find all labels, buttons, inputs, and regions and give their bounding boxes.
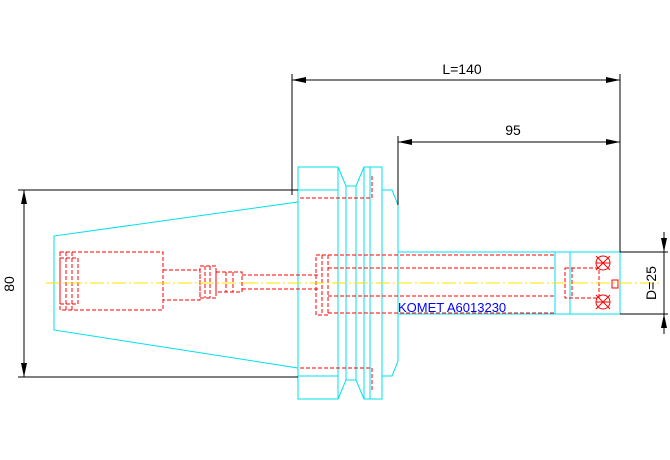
dimension-length: L=140	[291, 61, 621, 252]
dimension-diameter: D=25	[620, 232, 668, 334]
clamp-screw-bottom	[595, 294, 611, 310]
neck-top	[382, 189, 399, 252]
pull-stud	[59, 251, 164, 311]
diameter-label: D=25	[643, 266, 659, 300]
length-label: L=140	[442, 61, 482, 77]
dimension-reach: 95	[397, 122, 620, 205]
taper-shank	[53, 201, 299, 369]
part-label: KOMET A6013230	[398, 300, 506, 315]
flange-label: 80	[1, 276, 17, 292]
reach-label: 95	[505, 122, 521, 138]
v-groove-top	[337, 166, 365, 187]
clamp-screw-top	[595, 255, 611, 271]
v-groove-bottom	[337, 379, 365, 400]
stud-collar	[199, 265, 217, 299]
neck-bottom	[382, 314, 399, 377]
dimension-flange: 80	[1, 189, 298, 378]
